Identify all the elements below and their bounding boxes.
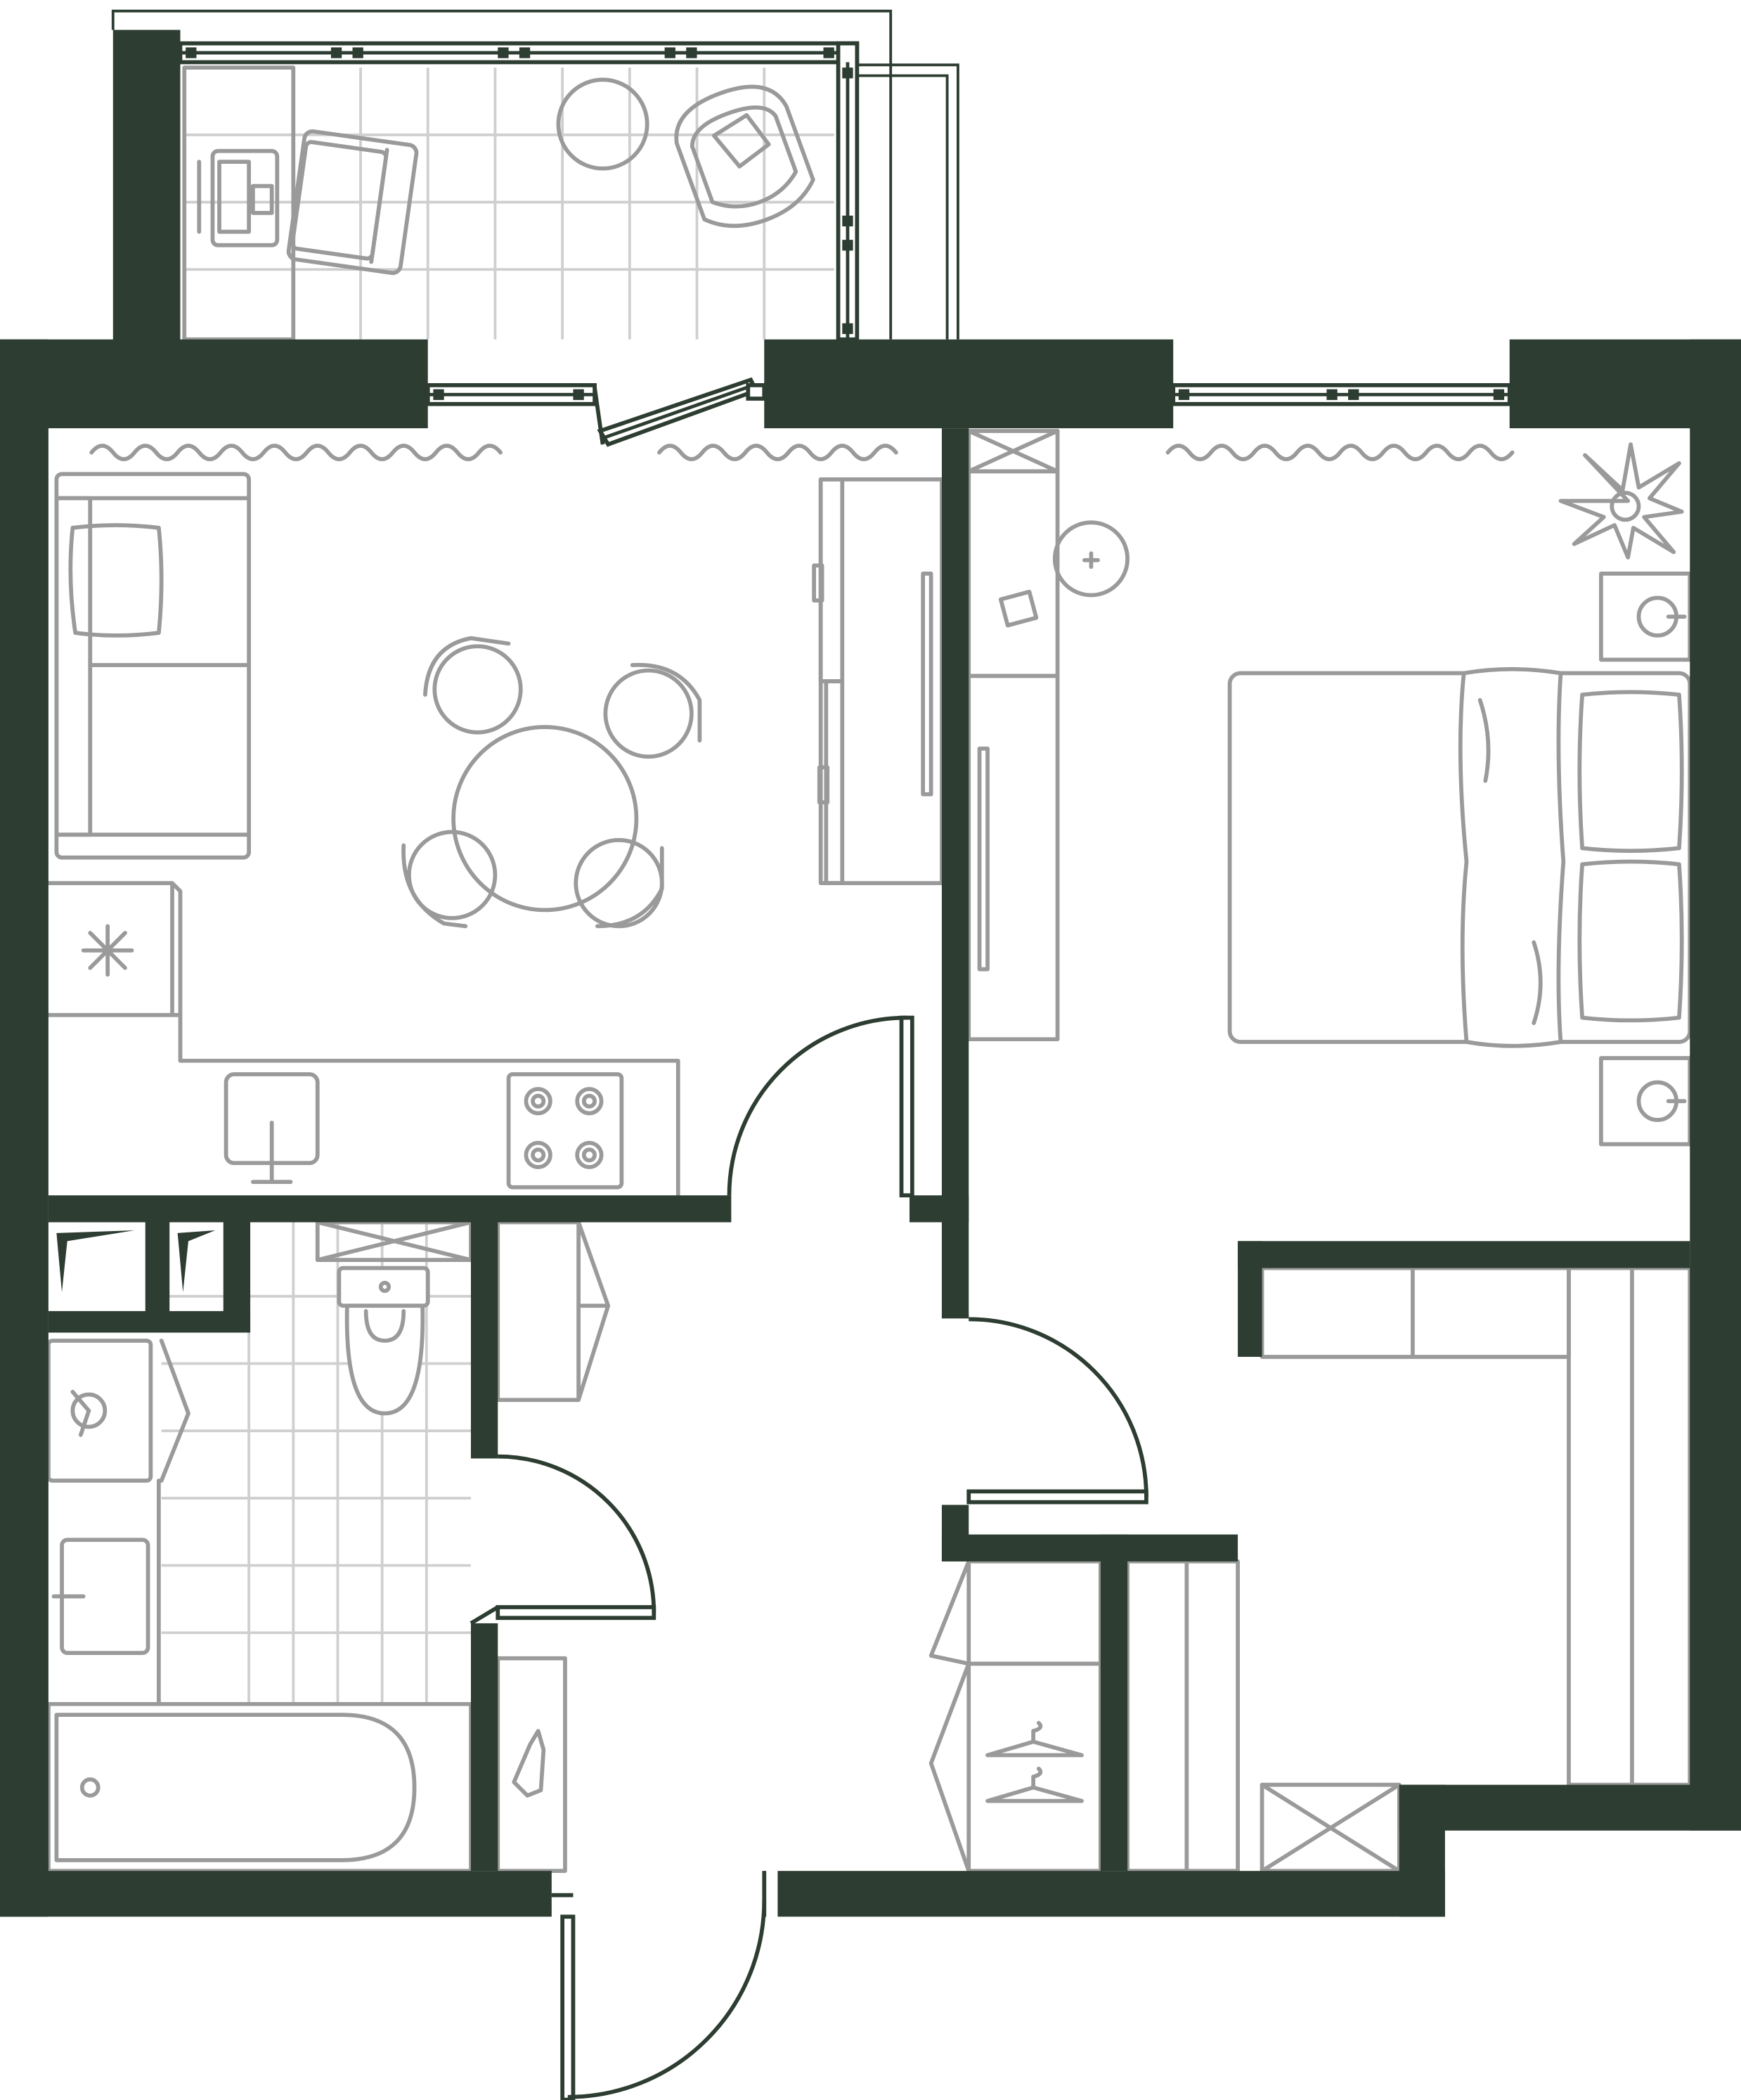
walk-in-closet-room — [1125, 1559, 1402, 1874]
wall — [910, 1195, 969, 1223]
balcony-outline — [111, 9, 959, 340]
blanket-icon — [1458, 666, 1566, 1048]
round-stool-icon — [1052, 520, 1130, 598]
wall — [1399, 1784, 1741, 1831]
balcony-window-icon — [178, 41, 860, 342]
armchair-icon — [286, 129, 419, 276]
utility-niche — [56, 1230, 216, 1293]
door-icon — [727, 1015, 914, 1223]
tv-cabinet-icon — [812, 477, 944, 886]
kitchen-living-room — [46, 444, 944, 1200]
chair-icon — [603, 662, 702, 759]
cistern-box — [315, 1220, 473, 1262]
sofa-icon — [54, 472, 252, 860]
wall — [145, 1222, 170, 1333]
closet-niche — [1260, 1782, 1402, 1874]
armchair-icon — [674, 84, 815, 228]
wall — [0, 1871, 552, 1917]
wall — [1690, 339, 1741, 1831]
shoe-cabinet-icon — [496, 1220, 611, 1403]
chair-icon — [574, 838, 664, 929]
wall — [1100, 1534, 1128, 1872]
wardrobe-icon — [966, 429, 1060, 1042]
side-table-icon — [556, 77, 649, 171]
door-icon — [470, 1454, 656, 1625]
wall — [48, 1195, 730, 1223]
entrance-door-icon — [551, 1871, 767, 2100]
bedroom-room — [966, 429, 1693, 1787]
wall — [112, 30, 181, 351]
shoe-rack-icon — [496, 1656, 567, 1874]
curtain-icon — [657, 444, 898, 461]
wall — [470, 1222, 498, 1457]
pillow-icon — [1577, 690, 1684, 853]
hanger-icon — [985, 1766, 1084, 1803]
window-icon — [425, 383, 597, 406]
balcony-room — [111, 9, 959, 342]
wall — [0, 339, 428, 429]
wall — [777, 1871, 1445, 1917]
wall — [941, 428, 969, 1317]
chair-icon — [423, 636, 523, 735]
washing-machine-icon — [46, 1339, 153, 1483]
wall — [1238, 1241, 1690, 1268]
door-leaf-washer — [159, 1339, 190, 1483]
kitchen-counter-icon — [46, 881, 680, 1200]
kitchen-sink-icon — [224, 1072, 320, 1184]
plant-icon — [1558, 442, 1684, 560]
pillow-icon — [68, 523, 164, 638]
dining-table-icon — [451, 725, 639, 913]
bed-icon — [1227, 666, 1693, 1048]
washbasin-icon — [51, 1538, 150, 1655]
walls — [0, 30, 1741, 1917]
hallway-wardrobe-icon — [928, 1559, 1103, 1874]
tv-icon — [921, 571, 933, 797]
shoe-icon — [512, 1729, 546, 1798]
tv-icon — [977, 746, 990, 972]
balcony-door-icon — [593, 377, 767, 447]
door-icon — [941, 1314, 1148, 1505]
pillow-icon — [1577, 859, 1684, 1023]
bathroom-room — [46, 1220, 473, 1874]
stove-icon — [506, 1072, 624, 1190]
wall — [764, 339, 1174, 429]
curtain-icon — [89, 444, 503, 461]
nightstand-icon — [1599, 1056, 1693, 1147]
wall — [223, 1222, 251, 1333]
nightstand-icon — [1599, 571, 1693, 662]
wardrobe-icon — [1260, 1265, 1693, 1787]
wall — [0, 339, 48, 1917]
window-icon — [1171, 383, 1512, 406]
wall — [470, 1623, 498, 1872]
hanger-icon — [985, 1720, 1084, 1758]
wall — [941, 1534, 1238, 1561]
curtain-icon — [1165, 444, 1515, 461]
fridge-icon — [81, 924, 134, 977]
balcony-floor-tiles — [183, 67, 834, 340]
chair-icon — [401, 830, 498, 929]
bathtub-icon — [46, 1701, 473, 1874]
wall — [1238, 1241, 1262, 1357]
toilet-icon — [337, 1265, 430, 1416]
